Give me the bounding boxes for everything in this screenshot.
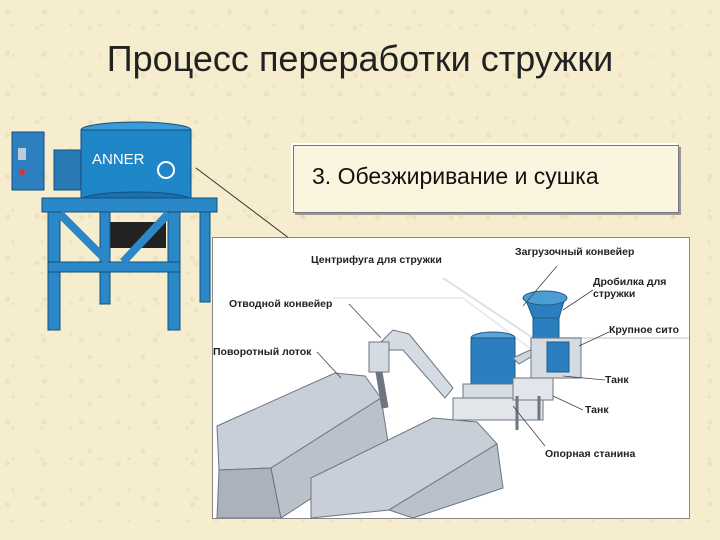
label-centrifuge: Центрифуга для стружки bbox=[311, 254, 442, 266]
label-discharge-conveyor: Отводной конвейер bbox=[229, 298, 332, 310]
label-tank-1: Танк bbox=[605, 374, 629, 386]
label-support-frame: Опорная станина bbox=[545, 448, 635, 460]
process-diagram: Центрифуга для стружки Загрузочный конве… bbox=[212, 237, 690, 519]
step-title: 3. Обезжиривание и сушка bbox=[312, 163, 599, 190]
label-coarse-sieve: Крупное сито bbox=[609, 324, 679, 336]
label-loading-conveyor: Загрузочный конвейер bbox=[515, 246, 634, 258]
label-rotary-chute: Поворотный лоток bbox=[213, 346, 311, 358]
label-crusher: Дробилка для стружки bbox=[593, 276, 685, 300]
label-tank-2: Танк bbox=[585, 404, 609, 416]
step-box: 3. Обезжиривание и сушка bbox=[293, 145, 679, 213]
